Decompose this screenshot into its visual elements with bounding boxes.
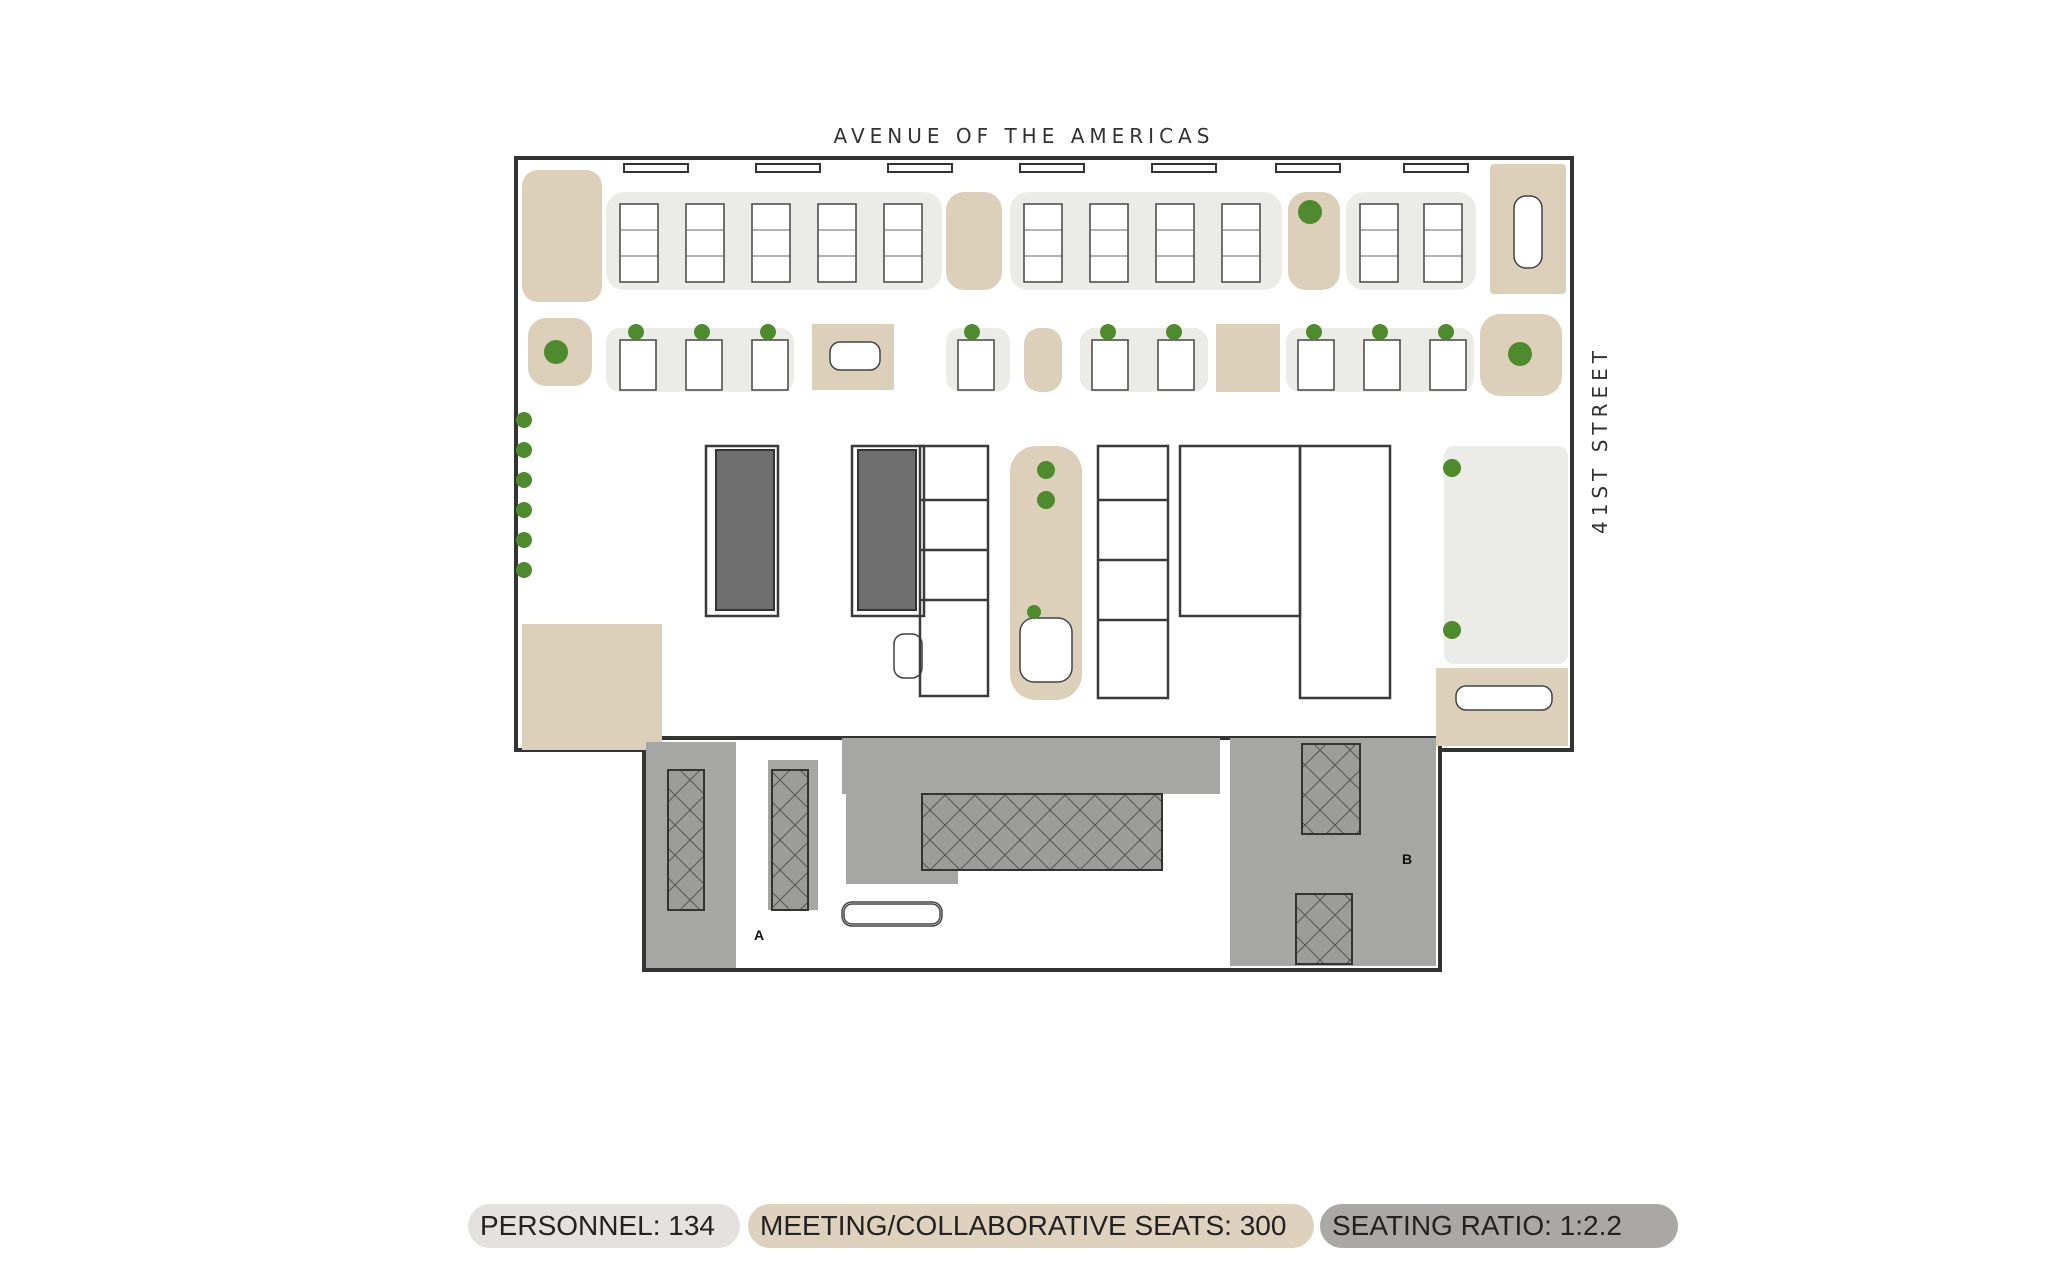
stat-personnel: PERSONNEL: 134 [468, 1204, 740, 1248]
desk-dividers [620, 229, 1462, 257]
street-label-avenue: AVENUE OF THE AMERICAS [833, 124, 1215, 148]
street-label-41st: 41ST STREET [1588, 345, 1612, 535]
stair-label-b: B [1402, 851, 1412, 867]
pantry-table [843, 903, 941, 925]
stair-label-a: A [754, 927, 764, 943]
stat-seating-ratio: SEATING RATIO: 1:2.2 [1320, 1204, 1678, 1248]
workstation-desks [619, 203, 1467, 391]
building-core [646, 738, 1436, 968]
windows-top [623, 163, 1469, 173]
upper-core-shafts [715, 449, 917, 611]
interior-offices [704, 444, 1392, 700]
stat-meeting-seats: MEETING/COLLABORATIVE SEATS: 300 [748, 1204, 1314, 1248]
plants [516, 200, 1532, 639]
